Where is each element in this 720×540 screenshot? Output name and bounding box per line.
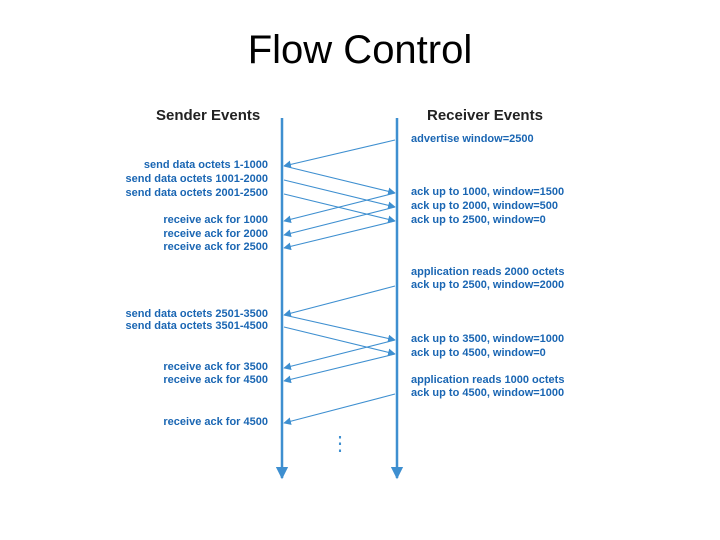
message-arrow-3 — [283, 179, 396, 210]
receiver-events-header: Receiver Events — [427, 107, 543, 124]
message-arrow-6 — [283, 206, 396, 238]
sender-event-8: send data octets 3501-4500 — [125, 320, 268, 332]
receiver-event-2: ack up to 1000, window=1500 — [411, 186, 565, 198]
message-arrows — [283, 139, 396, 425]
receiver-event-5: application reads 2000 octets — [411, 266, 565, 278]
message-arrow-12 — [283, 353, 396, 384]
continuation-ellipsis: ⋮ — [330, 433, 350, 455]
receiver-event-3: ack up to 2000, window=500 — [411, 200, 559, 212]
sender-event-7: send data octets 2501-3500 — [125, 308, 268, 320]
message-arrow-8 — [283, 285, 396, 317]
message-arrow-5 — [283, 192, 396, 224]
sender-events-header: Sender Events — [156, 107, 261, 124]
sender-event-11: receive ack for 4500 — [163, 416, 268, 428]
receiver-event-9: application reads 1000 octets — [411, 374, 565, 386]
sender-event-1: send data octets 1-1000 — [143, 159, 268, 171]
receiver-event-8: ack up to 4500, window=0 — [411, 347, 546, 359]
receiver-event-6: ack up to 2500, window=2000 — [411, 279, 565, 291]
sender-event-2: send data octets 1001-2000 — [125, 173, 268, 185]
message-arrow-9 — [283, 314, 396, 343]
sender-event-6: receive ack for 2500 — [163, 241, 268, 253]
receiver-event-1: advertise window=2500 — [411, 133, 534, 145]
sender-event-10: receive ack for 4500 — [163, 374, 268, 386]
sender-event-3: send data octets 2001-2500 — [125, 187, 268, 199]
receiver-event-7: ack up to 3500, window=1000 — [411, 333, 565, 345]
sender-event-9: receive ack for 3500 — [163, 361, 268, 373]
sender-event-4: receive ack for 1000 — [163, 214, 268, 226]
message-arrow-10 — [283, 326, 396, 357]
receiver-event-4: ack up to 2500, window=0 — [411, 214, 546, 226]
receiver-event-10: ack up to 4500, window=1000 — [411, 387, 565, 399]
message-arrow-7 — [283, 220, 396, 251]
message-arrow-11 — [283, 339, 396, 371]
message-arrow-2 — [283, 165, 396, 196]
message-arrow-1 — [283, 139, 396, 169]
message-arrow-13 — [283, 393, 396, 425]
sender-event-5: receive ack for 2000 — [163, 228, 268, 240]
slide-title: Flow Control — [247, 28, 473, 72]
